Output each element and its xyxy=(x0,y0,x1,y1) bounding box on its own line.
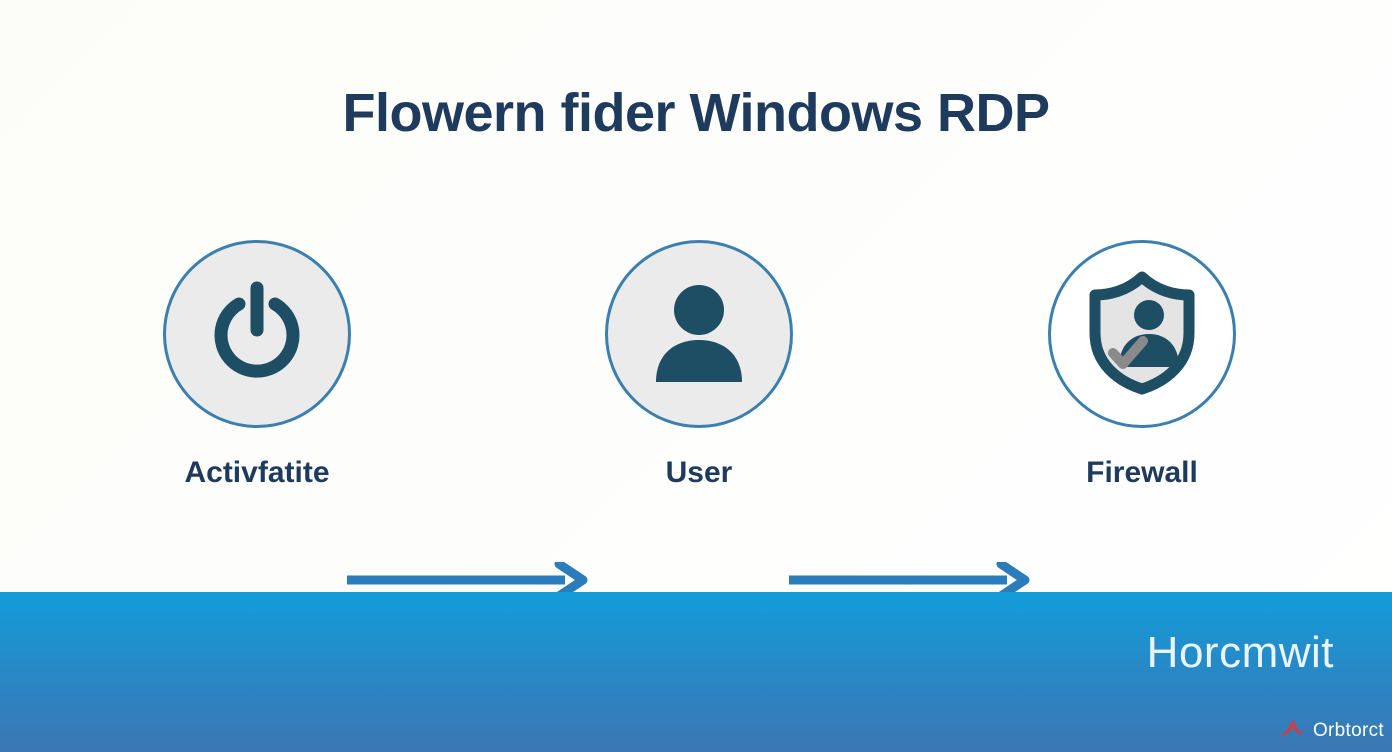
brand-logo: Orbtorct xyxy=(1277,715,1384,746)
brand-name: Orbtorct xyxy=(1312,719,1384,741)
flow-connector-arrow xyxy=(347,559,590,601)
shield-user-check-icon xyxy=(1077,267,1207,402)
flow-step-label: User xyxy=(665,456,733,489)
flow-step-user[interactable]: User xyxy=(601,240,797,490)
flow-step-circle xyxy=(1048,240,1236,428)
flow-step-circle xyxy=(605,240,793,428)
flow-step-activfatite[interactable]: Activfatite xyxy=(159,240,355,490)
orbtorct-logo-icon xyxy=(1277,715,1307,746)
flow-step-label: Firewall xyxy=(1086,456,1198,489)
flow-connector-arrow xyxy=(789,559,1032,601)
power-icon xyxy=(197,272,317,397)
flow-step-label: Activfatite xyxy=(184,456,330,489)
flow-step-firewall[interactable]: Firewall xyxy=(1044,240,1240,490)
footer-band: Horcmwit Orbtorct xyxy=(0,592,1392,752)
flow-step-circle xyxy=(163,240,351,428)
page-title: Flowern fider Windows RDP xyxy=(342,83,1050,143)
footer-heading: Horcmwit xyxy=(1146,628,1334,677)
user-icon xyxy=(639,272,759,397)
flow-diagram: Activfatite User xyxy=(0,240,1392,601)
